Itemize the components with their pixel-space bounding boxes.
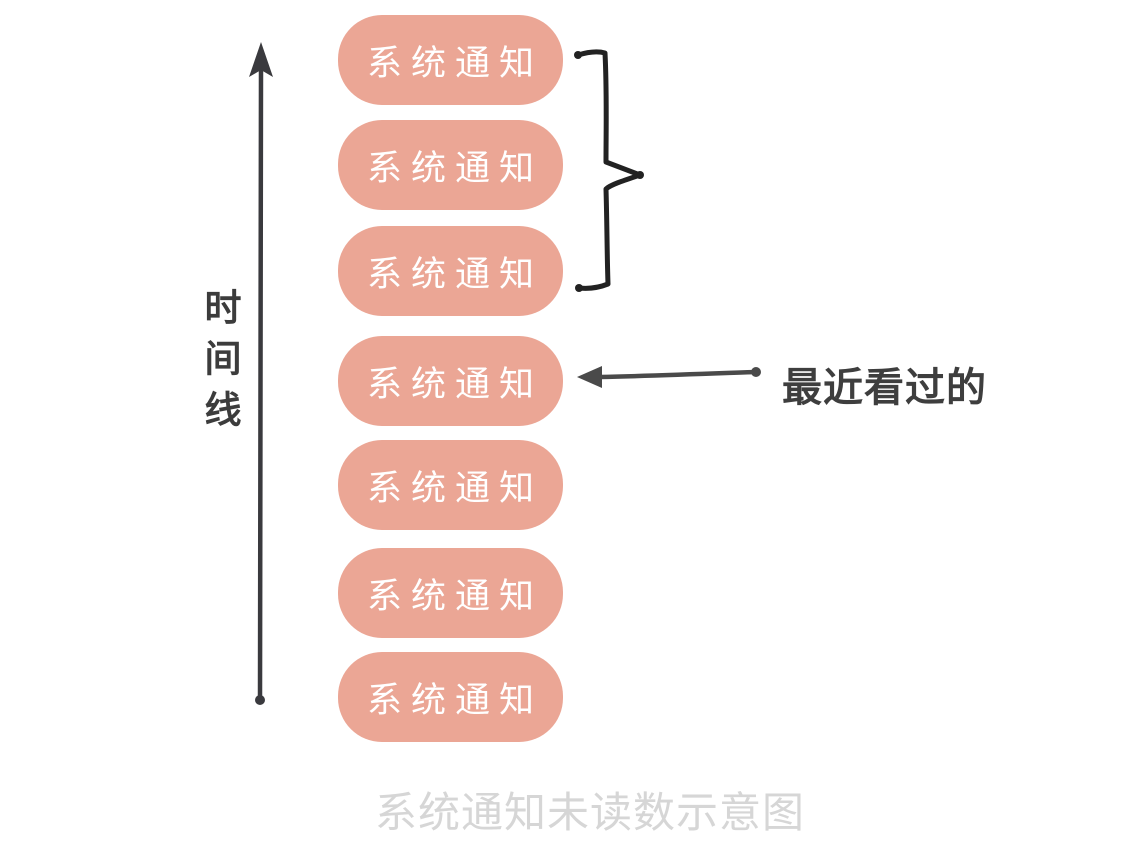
notification-box: 系统通知 (338, 440, 563, 530)
notification-box: 系统通知 (338, 548, 563, 638)
timeline-label: 时间线 (199, 288, 240, 441)
notification-box: 系统通知 (338, 120, 563, 210)
recently-viewed-arrow-icon (577, 366, 761, 388)
recently-viewed-label: 最近看过的 (782, 366, 987, 410)
timeline-arrow-icon (249, 42, 273, 705)
notification-box-label: 系统通知 (366, 43, 543, 83)
notification-box: 系统通知 (338, 15, 563, 105)
notification-box: 系统通知 (338, 652, 563, 742)
notification-box: 系统通知 (338, 226, 563, 316)
diagram-caption: 系统通知未读数示意图 (374, 789, 805, 836)
notification-box-label: 系统通知 (366, 468, 543, 508)
notification-box: 系统通知 (338, 336, 563, 426)
unread-group-brace-icon (574, 49, 644, 292)
notification-box-label: 系统通知 (366, 148, 543, 188)
notification-box-label: 系统通知 (366, 364, 543, 404)
notification-box-label: 系统通知 (366, 680, 543, 720)
notification-box-label: 系统通知 (366, 576, 543, 616)
notification-box-label: 系统通知 (366, 254, 543, 294)
